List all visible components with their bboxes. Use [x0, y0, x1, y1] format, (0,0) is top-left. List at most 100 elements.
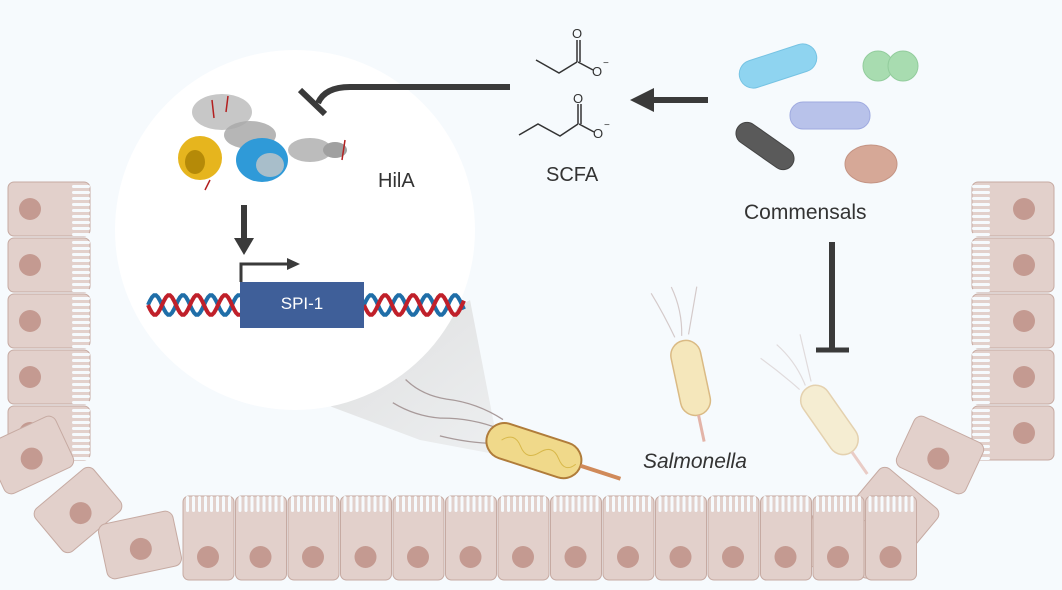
microvillus [972, 359, 990, 362]
microvillus [741, 496, 744, 512]
microvillus [828, 496, 831, 512]
dna-helix-left [146, 293, 240, 317]
microvillus [972, 427, 990, 430]
epithelial-cell [812, 495, 865, 581]
microvillus [577, 496, 581, 512]
microvillus [72, 421, 90, 424]
microvillus [315, 496, 318, 512]
microvillus [420, 496, 423, 512]
epithelial-cell [865, 495, 917, 581]
cell-nucleus [669, 546, 692, 568]
microvillus [72, 271, 90, 274]
microvillus [694, 496, 698, 512]
microvillus [274, 496, 278, 512]
microvillus [799, 496, 803, 512]
microvillus [688, 496, 692, 512]
epithelial-cell [707, 495, 760, 581]
scfa-inhibits-hila-line [315, 84, 510, 105]
microvillus [438, 496, 441, 512]
microvillus [682, 496, 686, 512]
microvillus [972, 409, 990, 412]
commensal-bacteria-group [735, 43, 919, 184]
microvillus [72, 309, 90, 312]
microvillus [72, 209, 90, 212]
microvillus [210, 496, 213, 512]
microvillus [636, 496, 639, 512]
microvillus [72, 353, 90, 356]
microvillus [648, 496, 651, 512]
microvillus [972, 321, 990, 324]
cell-nucleus [20, 447, 43, 470]
microvillus [262, 496, 266, 512]
microvillus [735, 496, 738, 512]
microvillus [972, 421, 990, 424]
microvillus [972, 185, 990, 188]
epithelial-cell [7, 349, 91, 405]
cell-nucleus [774, 546, 797, 568]
microvillus [280, 496, 284, 512]
microvillus [250, 496, 254, 512]
microvillus [408, 496, 411, 512]
microvillus [72, 371, 90, 374]
microvillus [840, 496, 843, 512]
microvillus [904, 496, 908, 512]
microvillus [717, 496, 720, 512]
microvillus [892, 496, 896, 512]
microvillus [327, 496, 330, 512]
epithelial-cell [287, 495, 340, 581]
microvillus [822, 496, 825, 512]
microvillus [466, 496, 470, 512]
microvillus [72, 409, 90, 412]
arrow-head-down [234, 238, 254, 255]
microvillus [72, 215, 90, 218]
inhibition-bar-hila [297, 87, 328, 117]
epithelial-cell-curved [97, 510, 183, 580]
commensals-label: Commensals [744, 201, 867, 224]
microvillus [72, 377, 90, 380]
microvillus [72, 433, 90, 436]
cell-nucleus [19, 198, 41, 220]
epithelial-cell [550, 495, 602, 581]
microvillus [349, 496, 353, 512]
microvillus [490, 496, 494, 512]
microvillus [972, 339, 990, 342]
microvillus [309, 496, 312, 512]
microvillus [531, 496, 534, 512]
microvillus [256, 496, 260, 512]
promoter-arrow [239, 262, 290, 282]
microvillus [72, 365, 90, 368]
salmonella-faded [760, 334, 869, 475]
microvillus [238, 496, 242, 512]
microvillus [723, 496, 726, 512]
microvillus [186, 496, 189, 512]
microvillus [781, 496, 785, 512]
epithelial-cell [7, 293, 91, 349]
microvillus [472, 496, 476, 512]
propionate-oxygen-anion: O [592, 64, 603, 79]
microvillus [624, 496, 627, 512]
microvillus [448, 496, 452, 512]
microvillus [886, 496, 890, 512]
microvillus [72, 227, 90, 230]
commensal-diplococcus-right [887, 50, 919, 82]
microvillus [763, 496, 767, 512]
microvillus [664, 496, 668, 512]
microvillus [72, 451, 90, 454]
microvillus [72, 247, 90, 250]
microvillus [355, 496, 359, 512]
microvillus [72, 197, 90, 200]
microvillus [72, 315, 90, 318]
cell-nucleus [927, 447, 950, 470]
microvillus [805, 496, 809, 512]
microvillus [525, 496, 528, 512]
salmonella-main [392, 379, 622, 481]
cell-nucleus [197, 546, 219, 568]
propionate-oxygen-top: O [572, 26, 583, 41]
microvillus [972, 289, 990, 292]
microvillus [72, 395, 90, 398]
microvillus [72, 185, 90, 188]
microvillus [373, 496, 377, 512]
microvillus [630, 496, 633, 512]
epithelial-cell-curved [895, 415, 985, 495]
spi1-gene-box [240, 282, 364, 328]
